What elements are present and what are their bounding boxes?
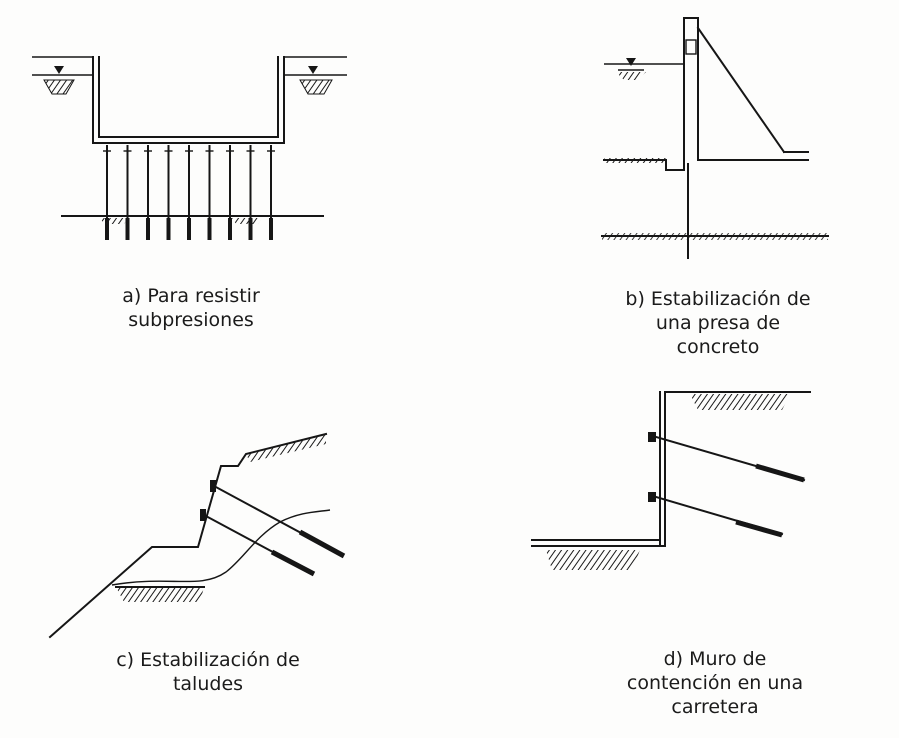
caption-a-line-1: a) Para resistir bbox=[122, 285, 260, 307]
caption-b-line-1: b) Estabilización de bbox=[625, 288, 811, 310]
panel-b-drawing bbox=[601, 17, 829, 259]
caption-c-line-2: taludes bbox=[172, 673, 244, 695]
dam-foundation-soil bbox=[604, 158, 666, 163]
slope-anchor-upper bbox=[210, 480, 346, 559]
wall-anchor-lower bbox=[648, 492, 784, 538]
water-table-symbol-left bbox=[32, 56, 93, 95]
bearing-stratum bbox=[61, 215, 324, 224]
caption-b: b) Estabilización de una presa de concre… bbox=[598, 287, 838, 359]
retaining-wall bbox=[659, 391, 811, 547]
water-table-symbol-dam bbox=[604, 58, 684, 80]
caption-a: a) Para resistir subpresiones bbox=[86, 284, 296, 332]
slope-anchor-lower bbox=[200, 509, 316, 577]
caption-a-line-2: subpresiones bbox=[128, 309, 254, 331]
slope-top-soil bbox=[246, 434, 326, 462]
caption-d-line-1: d) Muro de bbox=[663, 648, 767, 670]
caption-c-line-1: c) Estabilización de bbox=[116, 649, 300, 671]
panel-c-drawing bbox=[48, 432, 346, 639]
slope-profile bbox=[48, 432, 328, 639]
concrete-dam bbox=[603, 17, 809, 171]
caption-d: d) Muro de contención en una carretera bbox=[600, 647, 830, 719]
caption-d-line-2: contención en una bbox=[626, 672, 804, 694]
caption-b-line-3: concreto bbox=[676, 336, 760, 358]
dam-bearing-stratum bbox=[601, 233, 829, 257]
panel-d-drawing bbox=[531, 391, 811, 570]
tension-anchors bbox=[103, 145, 275, 240]
slope-toe-soil bbox=[116, 587, 204, 602]
wall-anchor-upper bbox=[648, 432, 806, 483]
water-table-symbol-right bbox=[283, 56, 347, 95]
foundation-box bbox=[92, 56, 285, 144]
caption-b-line-2: una presa de bbox=[655, 312, 781, 334]
road-level bbox=[531, 539, 666, 570]
panel-a-drawing bbox=[32, 56, 347, 240]
failure-surface bbox=[111, 509, 331, 586]
caption-c: c) Estabilización de taludes bbox=[88, 648, 328, 696]
caption-d-line-3: carretera bbox=[671, 696, 759, 718]
